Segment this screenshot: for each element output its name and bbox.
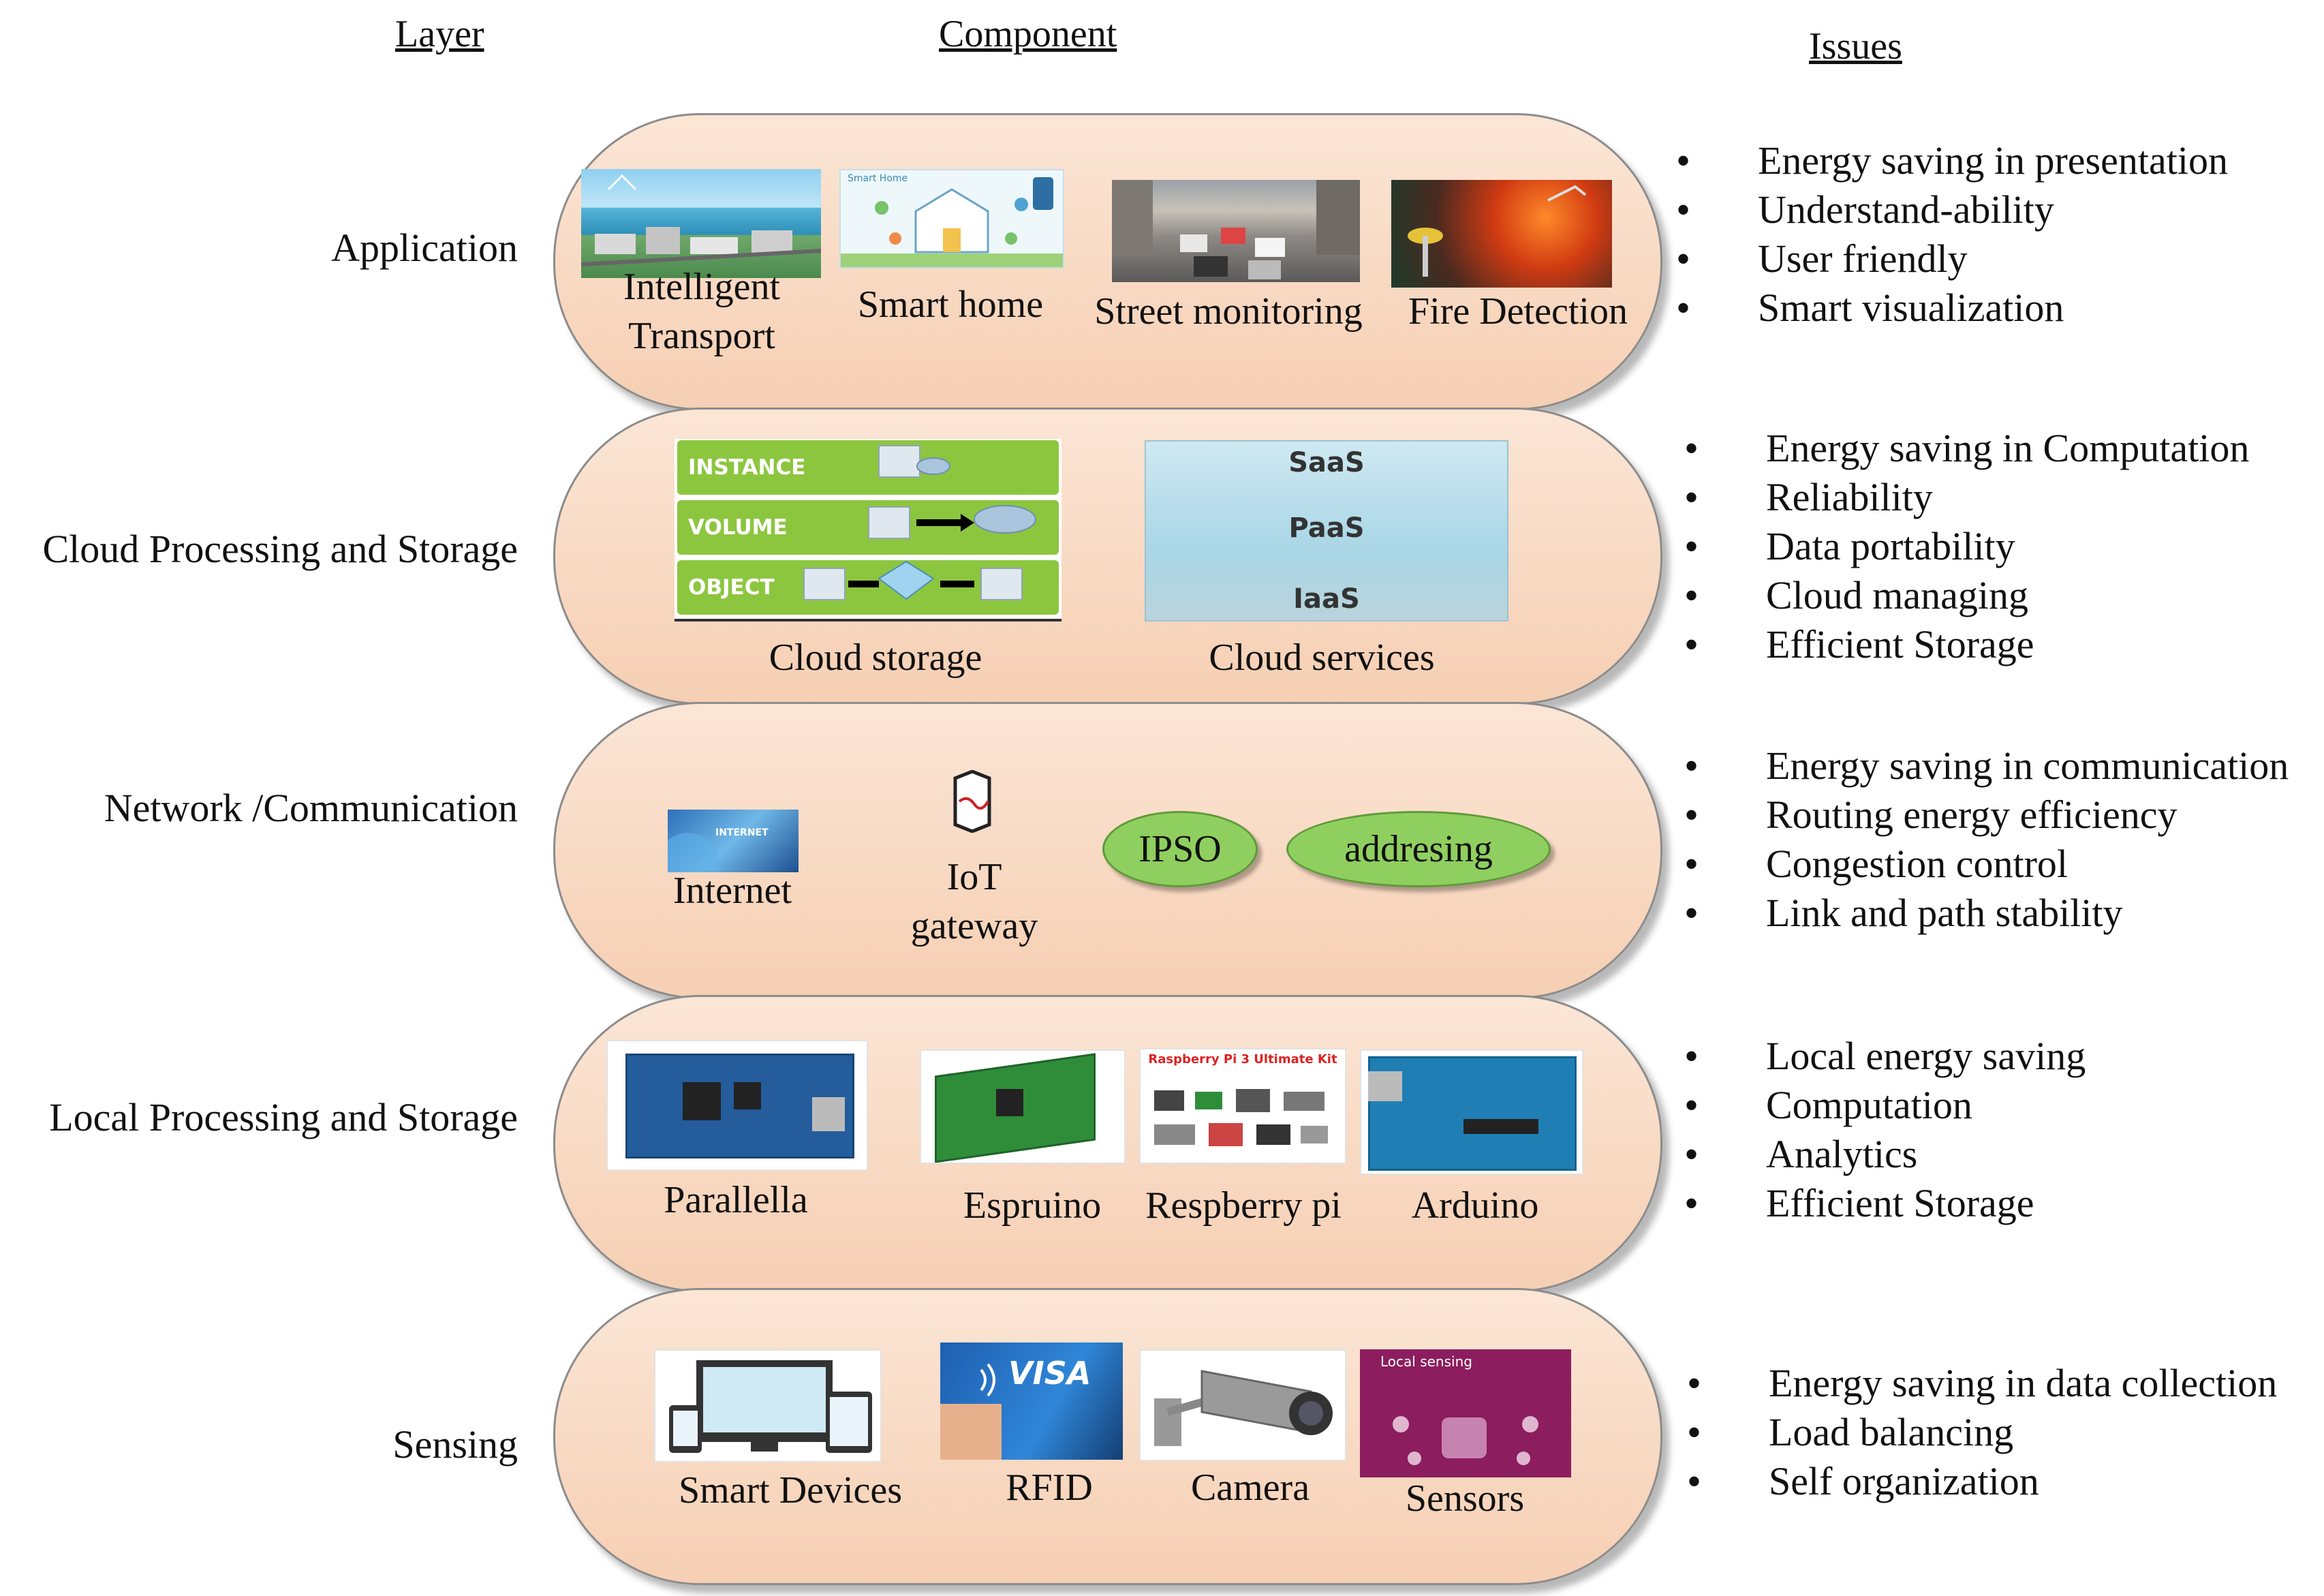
fire-detection-image [1391, 180, 1612, 288]
application-issues-list: Energy saving in presentation Understand… [1676, 136, 2228, 333]
issue-item: Self organization [1687, 1457, 2277, 1506]
sensors-image: Local sensing [1360, 1349, 1571, 1477]
issue-item: Load balancing [1687, 1408, 2277, 1457]
tier-iaas: IaaS [1293, 583, 1360, 615]
raspberry-pi-label: Respberry pi [1145, 1184, 1342, 1227]
cloud-storage-label: Cloud storage [769, 636, 982, 679]
storage-row-object: OBJECT [688, 575, 775, 600]
espruino-image [920, 1049, 1126, 1164]
layer-column-header: Layer [395, 13, 484, 55]
issue-item: Energy saving in data collection [1687, 1359, 2277, 1408]
smart-devices-label: Smart Devices [678, 1469, 903, 1511]
rfid-image: VISA [940, 1342, 1123, 1460]
iot-gateway-icon [948, 770, 996, 833]
arduino-image [1360, 1049, 1583, 1175]
parallella-label: Parallella [664, 1179, 808, 1221]
issue-item: Routing energy efficiency [1684, 791, 2289, 840]
camera-label: Camera [1190, 1467, 1310, 1509]
tier-saas: SaaS [1288, 447, 1365, 478]
cloud-issues-list: Energy saving in Computation Reliability… [1684, 424, 2249, 669]
addressing-pill: addresing [1286, 811, 1551, 887]
local-issues-list: Local energy saving Computation Analytic… [1684, 1032, 2086, 1228]
issue-item: Computation [1684, 1081, 2086, 1130]
arduino-label: Arduino [1411, 1184, 1539, 1227]
ipso-label: IPSO [1138, 828, 1222, 870]
component-column-header: Component [939, 13, 1117, 55]
cloud-storage-image: INSTANCE VOLUME OBJECT [675, 439, 1062, 621]
issue-item: Link and path stability [1684, 889, 2289, 938]
layer-name-sensing: Sensing [392, 1422, 518, 1467]
raspberry-pi-image: Raspberry Pi 3 Ultimate Kit [1139, 1048, 1346, 1164]
issue-item: Efficient Storage [1684, 1179, 2086, 1228]
sensors-label: Sensors [1405, 1477, 1525, 1520]
issue-item: Energy saving in presentation [1676, 136, 2228, 185]
issue-item: Efficient Storage [1684, 620, 2249, 669]
layer-name-network: Network /Communication [104, 786, 518, 830]
internet-image: INTERNET [668, 810, 799, 872]
network-issues-list: Energy saving in communication Routing e… [1684, 741, 2289, 938]
storage-row-volume: VOLUME [688, 515, 788, 540]
issue-item: Energy saving in Computation [1684, 424, 2249, 473]
rfid-label: RFID [1006, 1467, 1093, 1509]
smart-home-label: Smart home [857, 283, 1044, 326]
intelligent-transport-image [581, 169, 821, 278]
issue-item: Understand-ability [1676, 185, 2228, 234]
street-monitoring-image [1112, 180, 1360, 282]
layer-name-application: Application [331, 226, 518, 270]
ipso-pill: IPSO [1102, 811, 1258, 887]
issue-item: Local energy saving [1684, 1032, 2086, 1081]
camera-image [1139, 1349, 1346, 1461]
storage-row-instance: INSTANCE [688, 455, 806, 480]
parallella-image [606, 1040, 868, 1171]
smart-home-image-caption: Smart Home [848, 173, 908, 184]
local-sensing-caption: Local sensing [1380, 1353, 1472, 1370]
issue-item: Reliability [1684, 473, 2249, 522]
espruino-label: Espruino [963, 1184, 1102, 1227]
issues-column-header: Issues [1809, 25, 1902, 67]
smart-home-image: Smart Home [839, 169, 1064, 268]
issue-item: Smart visualization [1676, 283, 2228, 333]
sensing-issues-list: Energy saving in data collection Load ba… [1687, 1359, 2277, 1506]
issue-item: Data portability [1684, 522, 2249, 571]
issue-item: Congestion control [1684, 840, 2289, 889]
cloud-services-image: SaaS PaaS IaaS [1145, 440, 1508, 621]
internet-label: Internet [672, 870, 792, 912]
issue-item: Energy saving in communication [1684, 741, 2289, 791]
layer-name-local: Local Processing and Storage [49, 1095, 518, 1139]
issue-item: Analytics [1684, 1130, 2086, 1179]
fire-detection-label: Fire Detection [1408, 290, 1628, 333]
internet-image-caption: INTERNET [715, 827, 769, 838]
cloud-services-label: Cloud services [1209, 636, 1435, 679]
smart-devices-image [654, 1349, 882, 1462]
tier-paas: PaaS [1288, 512, 1365, 544]
raspberry-kit-caption: Raspberry Pi 3 Ultimate Kit [1148, 1052, 1337, 1066]
layer-name-cloud: Cloud Processing and Storage [42, 527, 518, 571]
addressing-label: addresing [1344, 828, 1493, 870]
issue-item: Cloud managing [1684, 571, 2249, 620]
visa-caption: VISA [1008, 1355, 1091, 1392]
street-monitoring-label: Street monitoring [1094, 290, 1363, 333]
issue-item: User friendly [1676, 234, 2228, 283]
